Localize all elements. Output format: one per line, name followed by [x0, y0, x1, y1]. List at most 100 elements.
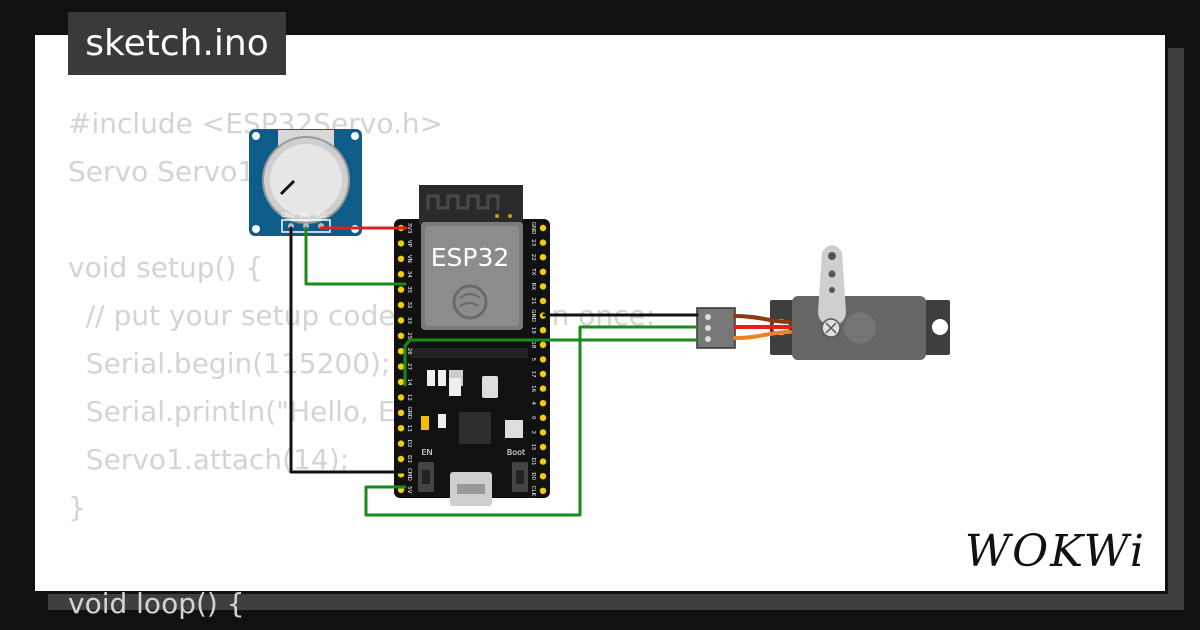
- pin-label: 32: [406, 302, 412, 309]
- pin-label: D0: [530, 472, 536, 480]
- wire-servo-signal: [403, 338, 699, 387]
- esp32-antenna: [419, 185, 523, 225]
- pin-label: CLK: [530, 486, 536, 497]
- wire-signal: [304, 226, 407, 286]
- pin-label: VN: [406, 255, 412, 263]
- pin-label: 25: [406, 332, 412, 339]
- pin-dot[interactable]: [539, 283, 547, 290]
- pin-dot[interactable]: [539, 458, 547, 465]
- pin-label: 15: [530, 444, 536, 451]
- pin-dot[interactable]: [539, 239, 547, 246]
- pin-label: 3V3: [406, 223, 412, 234]
- wokwi-logo: WOKWi: [964, 526, 1146, 577]
- pin-dot[interactable]: [397, 301, 405, 309]
- pin-label: CMD: [406, 468, 412, 481]
- pin-dot[interactable]: [539, 297, 547, 305]
- pin-dot[interactable]: [397, 363, 405, 370]
- pin-dot[interactable]: [539, 414, 547, 421]
- pot-pin-label: GND: [281, 212, 295, 219]
- pin-label: 34: [406, 271, 412, 278]
- pin-label: 2: [530, 431, 536, 435]
- pin-label: 27: [406, 363, 412, 370]
- potentiometer[interactable]: GND SIG VCC: [249, 129, 362, 236]
- pin-dot[interactable]: [539, 356, 547, 363]
- esp32-board[interactable]: ESP32 EN Boot 3V3VPVN343532332526271412G…: [394, 185, 550, 506]
- servo-connector: [696, 307, 736, 349]
- code-line: }: [68, 491, 86, 524]
- pin-label: 26: [406, 348, 412, 355]
- wires: [289, 226, 792, 517]
- pin-label: GND: [406, 406, 412, 419]
- pin-dot[interactable]: [397, 409, 405, 416]
- pin-label: GND: [530, 222, 536, 235]
- pin-dot[interactable]: [539, 443, 547, 451]
- usb-chip: [459, 412, 491, 444]
- pin-dot[interactable]: [397, 425, 405, 432]
- pin-dot[interactable]: [397, 332, 405, 339]
- pin-dot[interactable]: [397, 394, 405, 401]
- pin-dot[interactable]: [397, 378, 405, 386]
- pin-label: D2: [406, 440, 412, 448]
- pin-label: 4: [530, 401, 536, 405]
- boot-button-label: Boot: [507, 448, 525, 457]
- pin-label: GND: [530, 309, 536, 322]
- esp32-label: ESP32: [431, 243, 510, 272]
- pin-label: 19: [530, 327, 536, 334]
- pot-pin-label: VCC: [315, 212, 327, 219]
- pin-dot[interactable]: [397, 455, 405, 463]
- pin-label: 0: [530, 416, 536, 420]
- pot-pin-label: SIG: [300, 212, 311, 219]
- file-tab[interactable]: sketch.ino: [68, 12, 286, 75]
- pin-label: 5V: [406, 486, 412, 493]
- pin-dot[interactable]: [397, 317, 405, 324]
- pin-label: VP: [406, 240, 412, 248]
- pin-dot[interactable]: [539, 385, 547, 392]
- pin-label: 17: [530, 371, 536, 378]
- pin-label: D1: [530, 458, 536, 466]
- pot-knob[interactable]: [270, 144, 342, 216]
- pin-dot[interactable]: [539, 254, 547, 261]
- pin-label: 5: [530, 358, 536, 362]
- pin-dot[interactable]: [539, 487, 547, 494]
- pin-dot[interactable]: [539, 473, 547, 480]
- en-button-label: EN: [421, 448, 432, 457]
- pin-dot[interactable]: [397, 348, 405, 355]
- pin-label: RX: [530, 283, 536, 291]
- pin-dot[interactable]: [539, 370, 547, 378]
- pin-dot[interactable]: [539, 429, 547, 436]
- espressif-logo-icon: [452, 284, 488, 320]
- pin-label: 16: [530, 385, 536, 392]
- pin-label: 35: [406, 286, 412, 293]
- pin-label: D3: [406, 455, 412, 463]
- pin-dot[interactable]: [539, 341, 547, 348]
- pin-dot[interactable]: [539, 224, 547, 232]
- pin-dot[interactable]: [397, 271, 405, 278]
- pin-label: 33: [406, 317, 412, 324]
- pin-dot[interactable]: [539, 327, 547, 334]
- pin-dot[interactable]: [397, 255, 405, 262]
- pin-dot[interactable]: [539, 268, 547, 275]
- preview-card: [32, 32, 1168, 594]
- pin-dot[interactable]: [397, 440, 405, 447]
- pin-label: 22: [530, 254, 536, 261]
- wire-gnd-pot: [289, 226, 407, 474]
- servo-brown-wire: [733, 314, 792, 324]
- servo-horn[interactable]: [818, 245, 846, 326]
- pin-dot[interactable]: [397, 286, 405, 293]
- pin-label: 18: [530, 341, 536, 348]
- pin-label: 23: [530, 239, 536, 246]
- pin-label: 13: [406, 425, 412, 432]
- servo-motor[interactable]: [770, 245, 950, 360]
- pin-label: 14: [406, 379, 412, 386]
- pot-indicator: [279, 179, 296, 196]
- code-line: Serial.begin(115200);: [68, 347, 391, 380]
- wire-5v: [364, 325, 699, 517]
- servo-orange-wire: [733, 330, 792, 340]
- code-line: Servo Servo1;: [68, 155, 265, 188]
- pin-dot[interactable]: [539, 400, 547, 407]
- pin-dot[interactable]: [397, 240, 405, 247]
- code-line: void loop() {: [68, 587, 245, 620]
